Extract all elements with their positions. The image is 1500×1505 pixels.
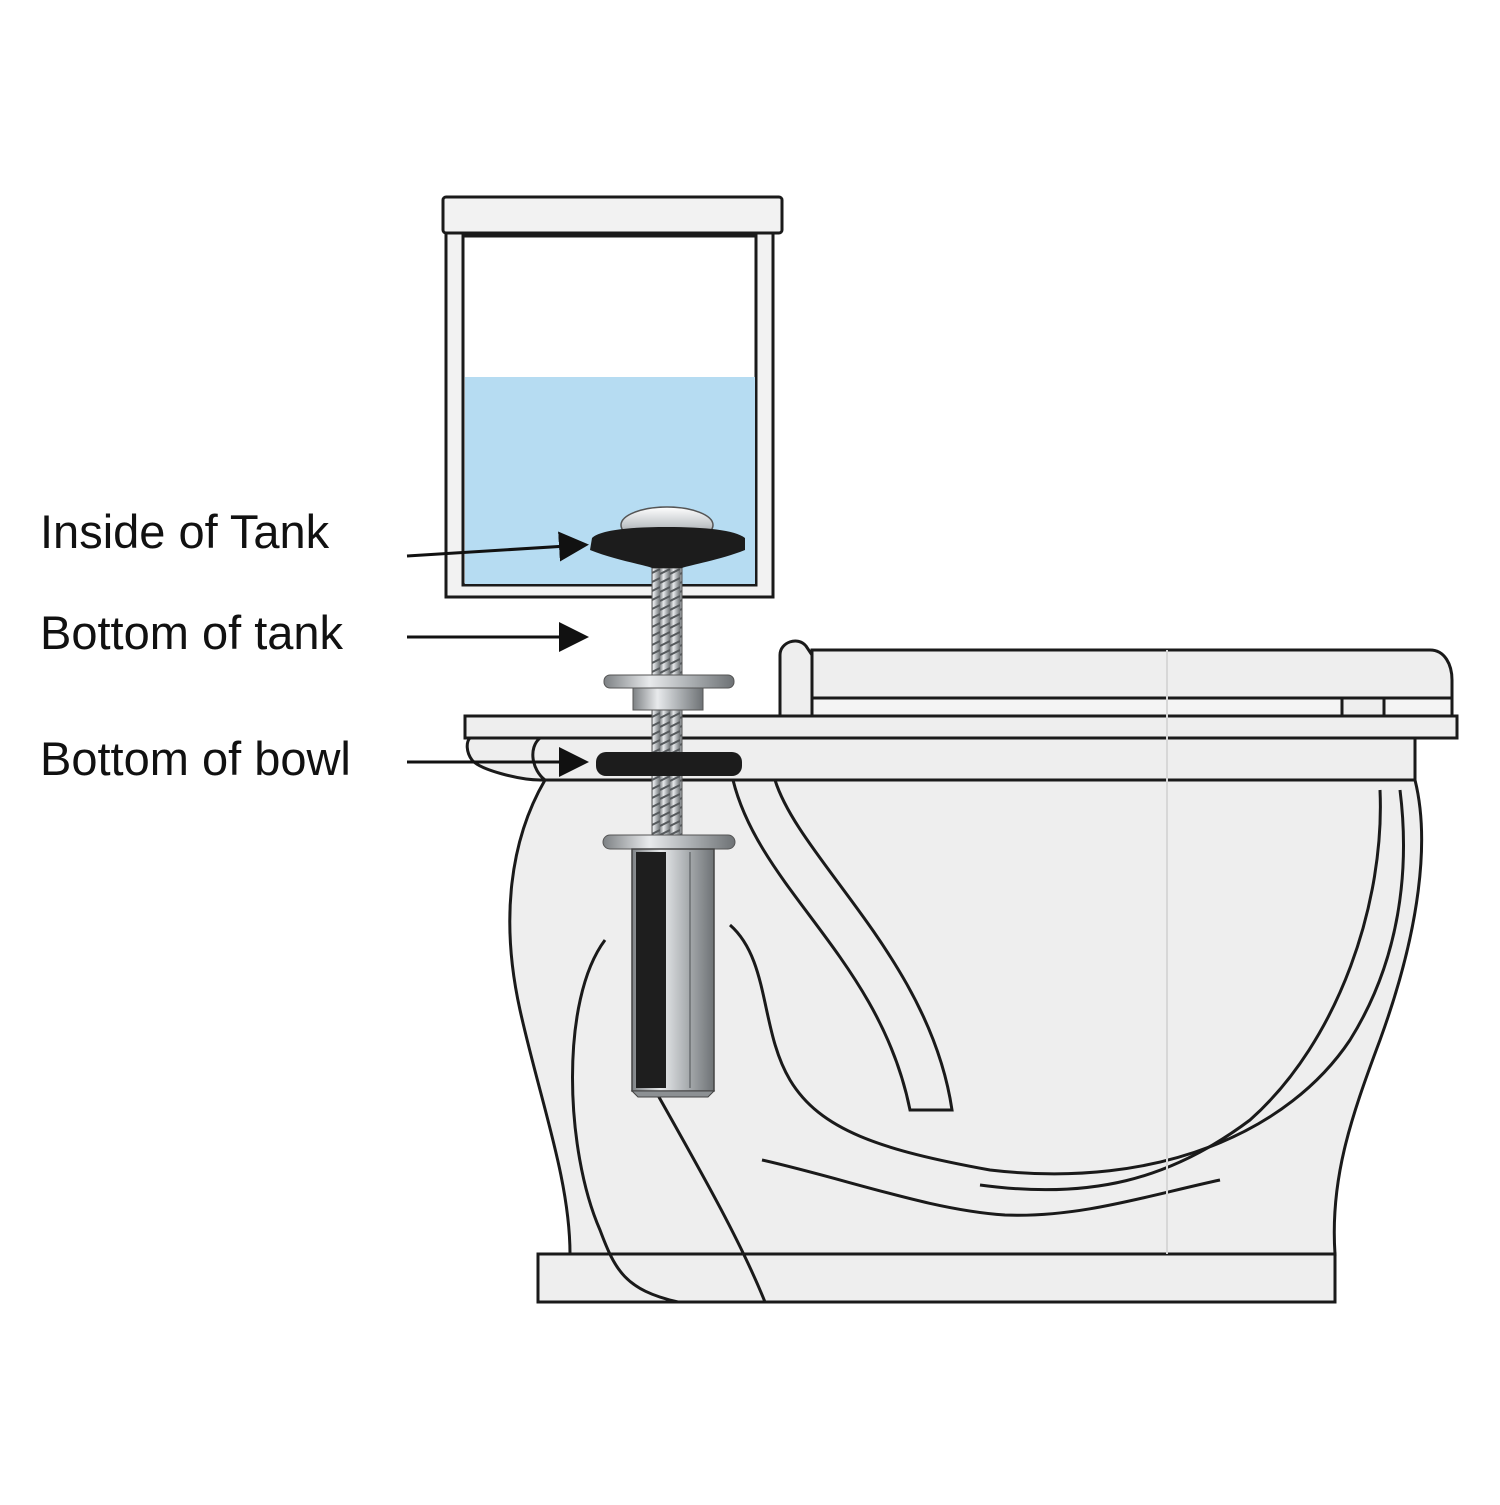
tank-lid (441, 195, 784, 235)
toilet-bowl (463, 639, 1459, 1304)
seat-hinge (778, 639, 814, 718)
bowl-body (508, 778, 1424, 1256)
bolt-shank-upper (651, 567, 683, 679)
tank-bolt-icon (590, 506, 745, 1098)
long-hex-nut (630, 848, 716, 1098)
bowl-rubber-washer (596, 752, 742, 776)
label-inside-of-tank: Inside of Tank (40, 505, 330, 558)
hinge-bracket (1340, 696, 1386, 718)
arrow-inside-of-tank (406, 531, 589, 562)
bowl-base (536, 1252, 1337, 1304)
label-bottom-of-bowl: Bottom of bowl (40, 732, 351, 785)
bowl-contours (571, 650, 1405, 1304)
steel-washer-lower (602, 834, 736, 850)
rim-lip (531, 736, 547, 782)
bowl-top-rail (463, 714, 1459, 740)
callout-arrow-icon (406, 531, 589, 777)
bolt-shank-middle (651, 709, 683, 756)
bolt-shank-lower (651, 774, 683, 838)
hex-nut-upper (632, 687, 704, 711)
seat-lid (810, 648, 1454, 700)
label-bottom-of-tank: Bottom of tank (40, 606, 344, 659)
steel-washer-upper (603, 674, 735, 689)
tank-rubber-washer (590, 527, 745, 568)
